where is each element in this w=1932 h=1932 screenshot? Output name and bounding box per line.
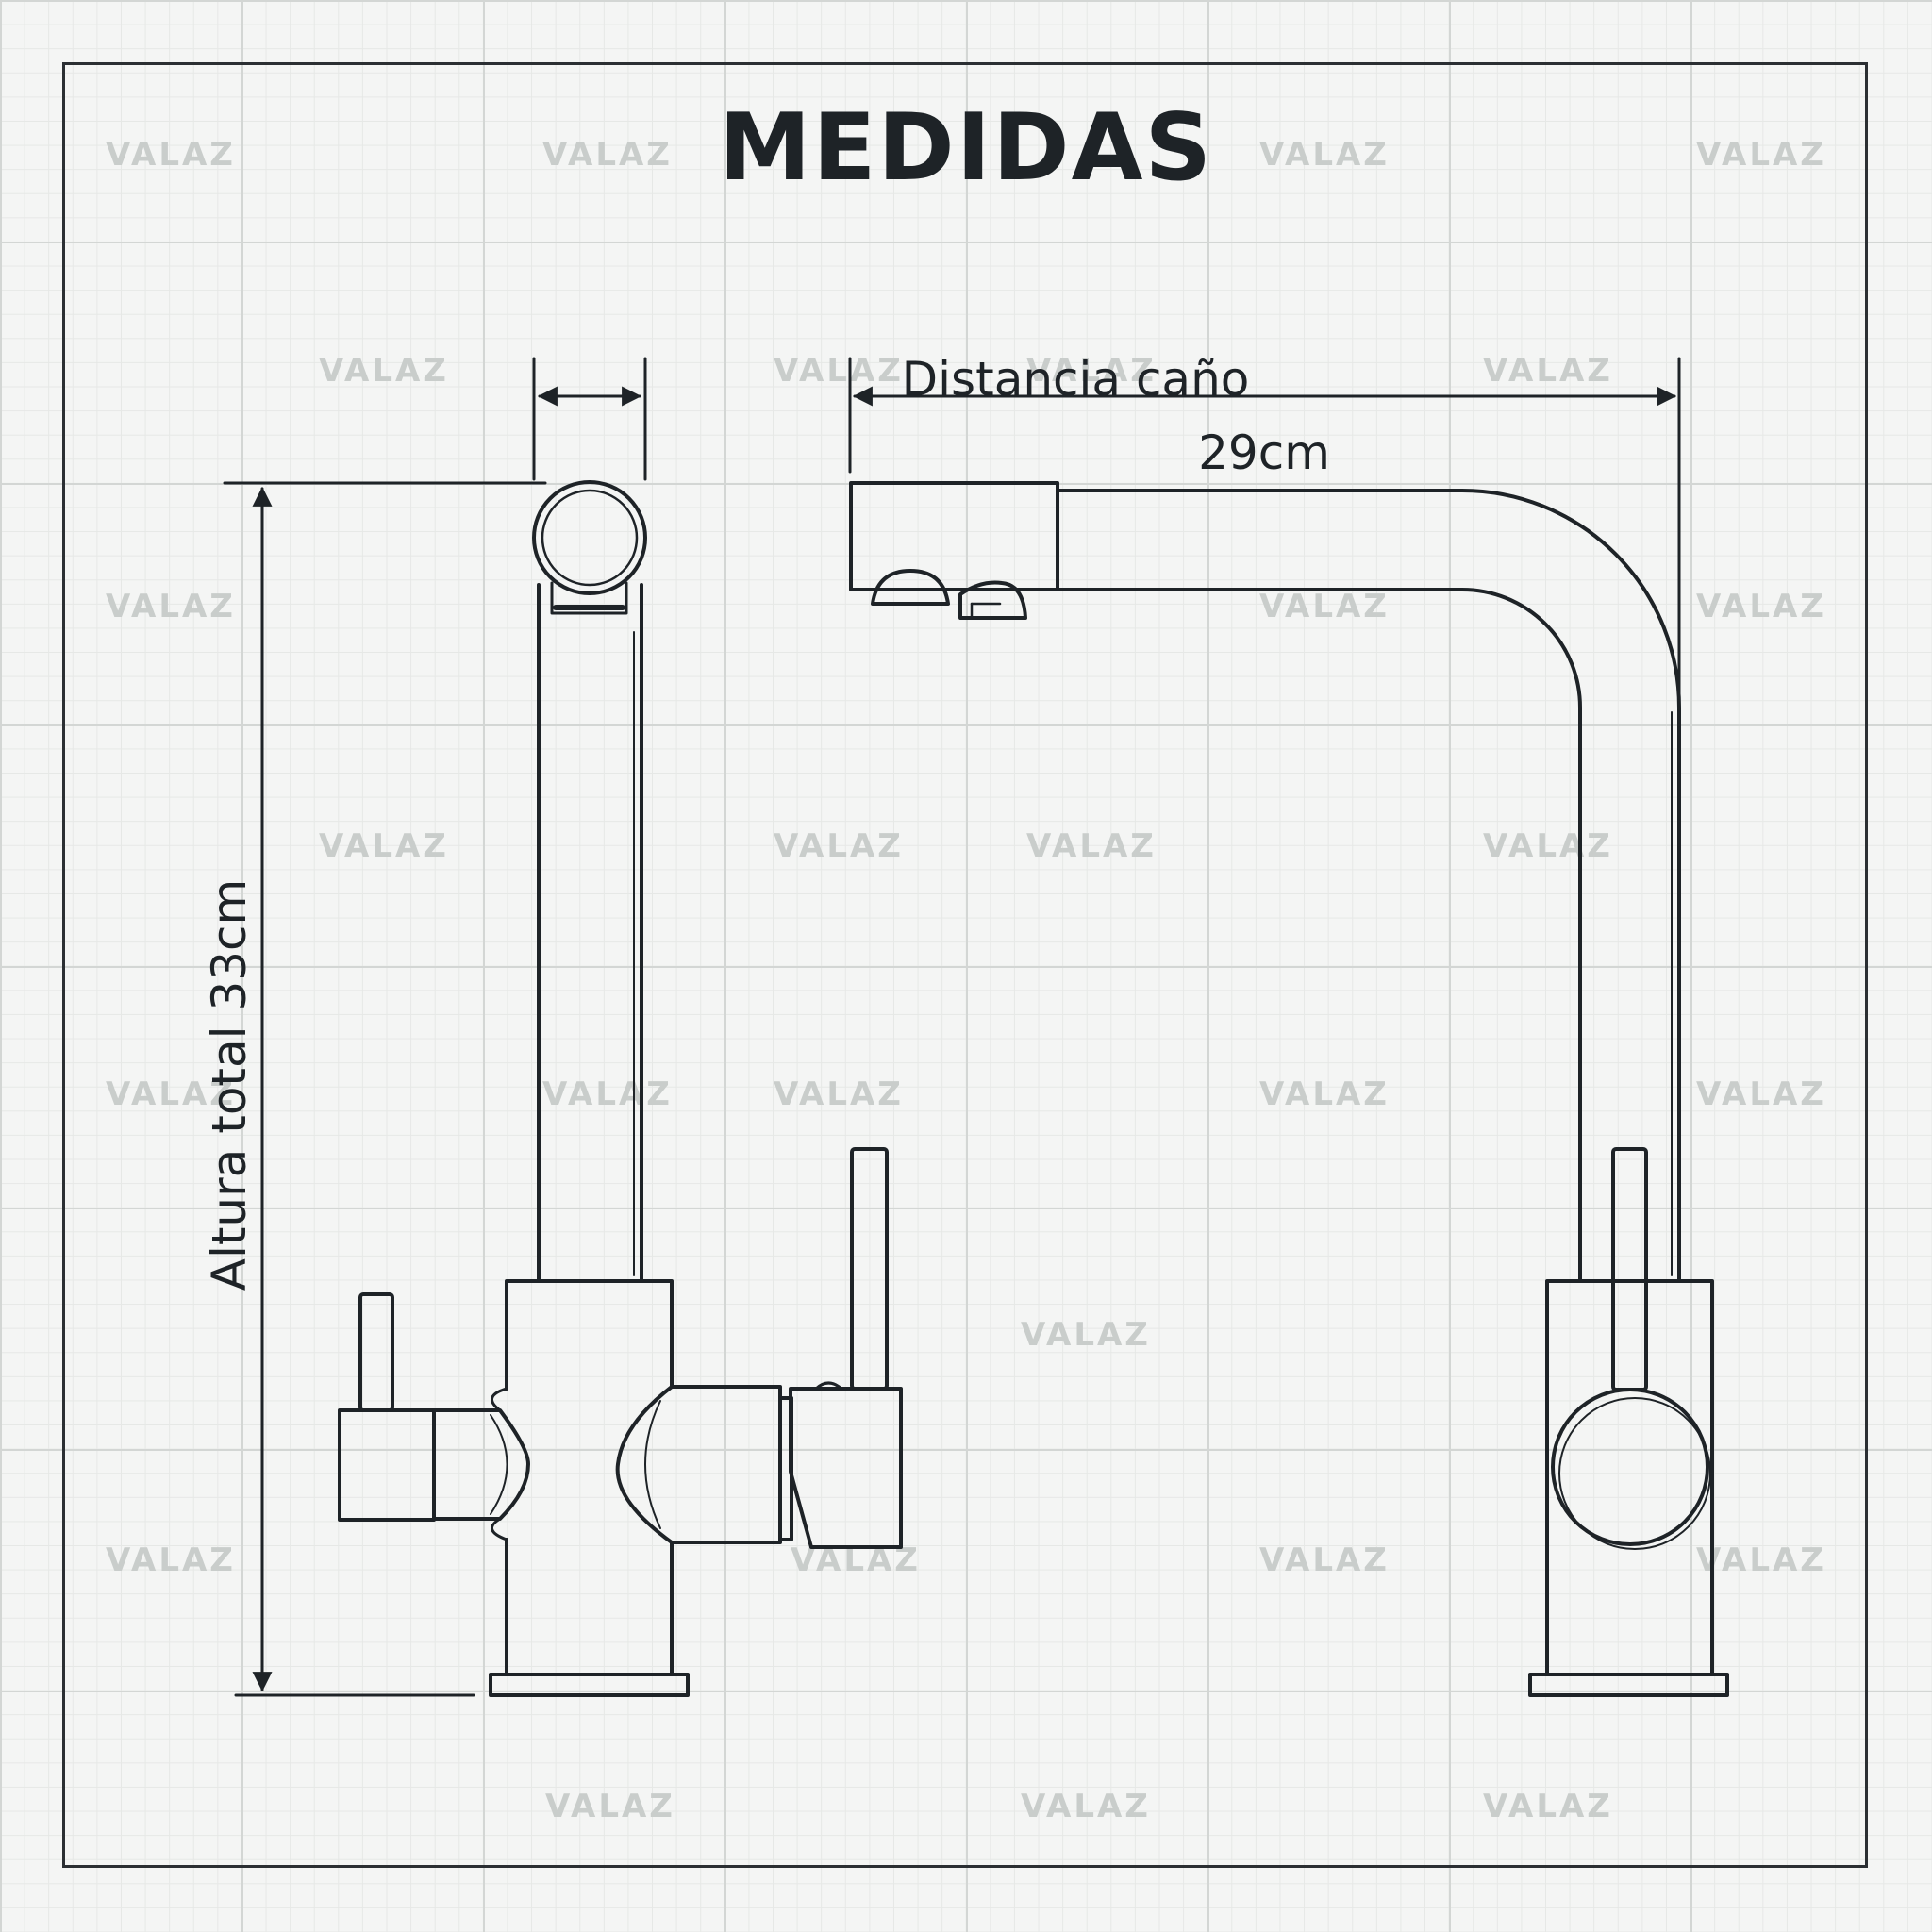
dimensions — [223, 357, 1681, 1697]
watermark: VALAZ — [106, 588, 236, 625]
watermark: VALAZ — [1696, 136, 1826, 174]
watermark: VALAZ — [1021, 1788, 1151, 1825]
right-connector — [615, 1385, 782, 1544]
right-valve-cap — [814, 1381, 843, 1391]
spout-head — [532, 480, 647, 595]
total-height-label: Altura total 33cm — [202, 878, 257, 1291]
watermark: VALAZ — [1483, 1788, 1613, 1825]
handle-lever — [1611, 1147, 1648, 1391]
right-valve-block — [789, 1387, 903, 1549]
watermark: VALAZ — [1021, 1316, 1151, 1354]
watermark: VALAZ — [319, 352, 449, 390]
spout-arm-inner — [1056, 588, 1582, 1283]
outlet-right — [958, 580, 1027, 620]
watermark: VALAZ — [1483, 352, 1613, 390]
watermark: VALAZ — [106, 1541, 236, 1579]
handle-knob-shadow — [1558, 1397, 1711, 1550]
left-joint-top — [491, 1387, 508, 1412]
watermark: VALAZ — [774, 1075, 904, 1113]
left-connector-curve — [490, 1414, 508, 1515]
left-joint-bottom — [491, 1517, 508, 1541]
left-connector — [432, 1408, 530, 1521]
watermark: VALAZ — [1696, 1075, 1826, 1113]
watermark: VALAZ — [542, 1075, 673, 1113]
drawing-frame — [62, 62, 1868, 1868]
page-title: MEDIDAS — [718, 94, 1214, 202]
watermark: VALAZ — [106, 136, 236, 174]
right-connector-curve — [644, 1400, 661, 1529]
watermark: VALAZ — [1026, 352, 1157, 390]
spout-reach-value: 29cm — [1198, 425, 1330, 480]
base-plate — [489, 1673, 690, 1697]
watermark: VALAZ — [1259, 1075, 1390, 1113]
watermark: VALAZ — [1696, 588, 1826, 625]
watermark: VALAZ — [1696, 1541, 1826, 1579]
watermark: VALAZ — [1259, 136, 1390, 174]
outlet-left — [871, 569, 950, 606]
aerator — [550, 581, 628, 615]
spout-reach-label: Distancia caño — [901, 352, 1250, 407]
watermark: VALAZ — [106, 1075, 236, 1113]
left-lever — [358, 1292, 394, 1412]
body — [505, 1279, 674, 1676]
watermark: VALAZ — [1259, 588, 1390, 625]
watermark: VALAZ — [1259, 1541, 1390, 1579]
watermark: VALAZ — [774, 352, 904, 390]
watermark: VALAZ — [1483, 827, 1613, 865]
faucet-front-view — [849, 481, 1729, 1697]
spout-head-block — [849, 481, 1059, 591]
watermark: VALAZ — [319, 827, 449, 865]
faucet-side-view — [338, 480, 903, 1697]
watermark: VALAZ — [1026, 827, 1157, 865]
spout-head-ring — [541, 489, 639, 587]
watermark: VALAZ — [542, 136, 673, 174]
right-lever — [850, 1147, 889, 1391]
watermark: VALAZ — [774, 827, 904, 865]
base-plate — [1528, 1673, 1729, 1697]
spout-arm-outer — [1056, 489, 1681, 1283]
left-valve-block — [338, 1408, 436, 1522]
body — [1545, 1279, 1714, 1676]
watermark: VALAZ — [545, 1788, 675, 1825]
